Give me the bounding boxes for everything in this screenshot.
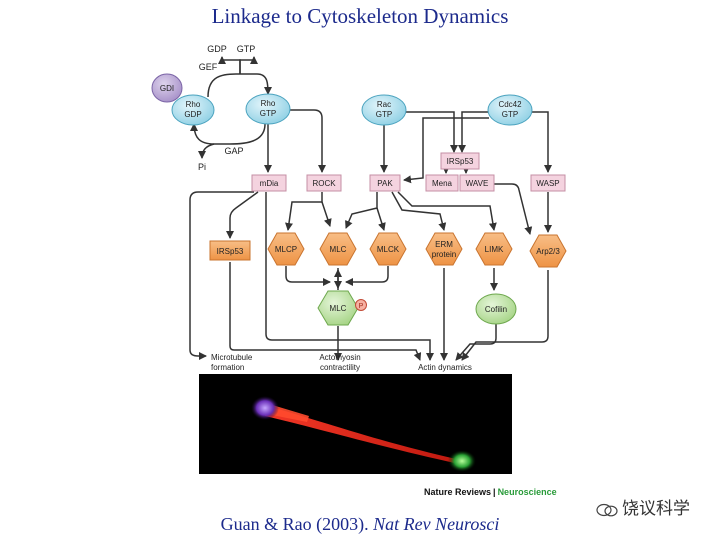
rho-gtp-node: Rho GTP: [245, 93, 291, 125]
svg-text:MLC: MLC: [330, 245, 347, 254]
cofilin-node: Cofilin: [475, 293, 517, 325]
brand-nature-reviews: Nature Reviews: [424, 487, 492, 497]
svg-text:IRSp53: IRSp53: [217, 247, 244, 256]
slide-title: Linkage to Cytoskeleton Dynamics: [211, 4, 509, 28]
microtubule-formation-label-2: formation: [211, 363, 244, 372]
microtubule-formation-label: Microtubule: [211, 353, 253, 362]
mena-node: Mena: [425, 174, 459, 192]
svg-text:ROCK: ROCK: [312, 179, 336, 188]
phosphate-badge: P: [355, 299, 367, 311]
pi-label: Pi: [198, 162, 206, 172]
watermark: 饶议科学: [596, 494, 690, 519]
svg-text:LIMK: LIMK: [485, 245, 504, 254]
mlcp-node: MLCP: [267, 232, 305, 266]
svg-text:WASP: WASP: [536, 179, 559, 188]
pak-node: PAK: [369, 174, 401, 192]
svg-text:Rho: Rho: [261, 99, 276, 108]
watermark-text: 饶议科学: [622, 499, 690, 518]
rock-node: ROCK: [306, 174, 342, 192]
citation-journal: Nat Rev Neurosci: [373, 514, 500, 534]
gdp-label: GDP: [207, 44, 227, 54]
gef-label: GEF: [199, 62, 218, 72]
svg-text:MLC: MLC: [330, 304, 347, 313]
gdi-node: GDI: [151, 73, 183, 103]
svg-text:GTP: GTP: [376, 110, 392, 119]
svg-text:Rho: Rho: [186, 100, 201, 109]
irsp53-top-node: IRSp53: [440, 152, 480, 170]
svg-text:Arp2/3: Arp2/3: [536, 247, 560, 256]
mlck-node: MLCK: [369, 232, 407, 266]
pathway-edges: [189, 56, 552, 361]
wave-node: WAVE: [459, 174, 495, 192]
svg-text:GTP: GTP: [260, 109, 276, 118]
fluorescence-micrograph: [199, 374, 512, 474]
svg-text:GDI: GDI: [160, 84, 174, 93]
gap-label: GAP: [224, 146, 243, 156]
journal-brand: Nature Reviews|Neuroscience: [424, 487, 557, 497]
cdc42-gtp-node: Cdc42 GTP: [487, 94, 533, 126]
svg-text:mDia: mDia: [260, 179, 279, 188]
brand-neuroscience: Neuroscience: [497, 487, 557, 497]
svg-text:Cdc42: Cdc42: [498, 100, 522, 109]
svg-text:Rac: Rac: [377, 100, 391, 109]
rho-gdp-node: Rho GDP: [171, 94, 215, 126]
arp23-node: Arp2/3: [529, 234, 567, 268]
svg-text:Mena: Mena: [432, 179, 453, 188]
citation: Guan & Rao (2003). Nat Rev Neurosci: [0, 514, 720, 535]
actomyosin-label: Actomyosin: [319, 353, 360, 362]
mdia-node: mDia: [251, 174, 287, 192]
svg-text:GDP: GDP: [184, 110, 201, 119]
erm-protein-node: ERM protein: [425, 232, 463, 266]
svg-text:Cofilin: Cofilin: [485, 305, 507, 314]
rac-gtp-node: Rac GTP: [361, 94, 407, 126]
wasp-node: WASP: [530, 174, 566, 192]
svg-text:MLCP: MLCP: [275, 245, 297, 254]
svg-text:GTP: GTP: [502, 110, 518, 119]
gtp-label: GTP: [237, 44, 256, 54]
svg-text:MLCK: MLCK: [377, 245, 400, 254]
mlc-phospho-node: MLC: [317, 290, 359, 326]
actin-dynamics-label: Actin dynamics: [418, 363, 472, 372]
irsp53-mid-node: IRSp53: [209, 240, 251, 261]
svg-text:protein: protein: [432, 250, 456, 259]
mlc-node: MLC: [319, 232, 357, 266]
svg-text:WAVE: WAVE: [466, 179, 489, 188]
svg-text:ERM: ERM: [435, 240, 453, 249]
svg-text:IRSp53: IRSp53: [447, 157, 474, 166]
svg-text:P: P: [359, 303, 364, 310]
citation-authors: Guan & Rao (2003).: [220, 514, 374, 534]
wechat-icon: [596, 503, 618, 516]
svg-text:PAK: PAK: [377, 179, 393, 188]
limk-node: LIMK: [475, 232, 513, 266]
actomyosin-label-2: contractility: [320, 363, 360, 372]
